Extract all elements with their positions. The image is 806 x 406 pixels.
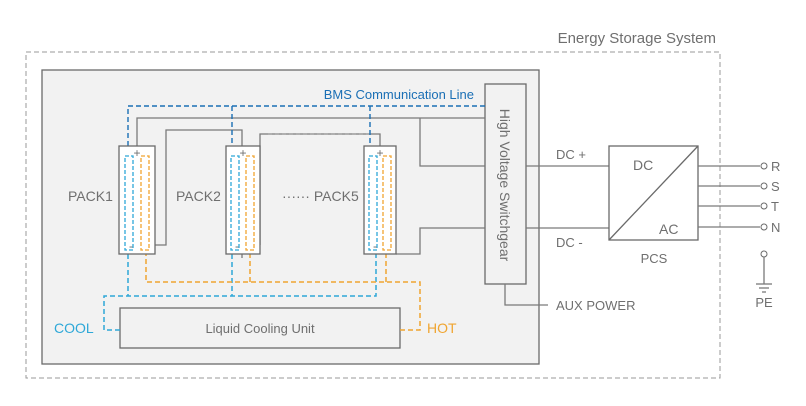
pack-2: + - PACK2 <box>176 145 261 255</box>
cool-loop <box>103 150 377 331</box>
pack-2-minus: - <box>235 239 239 253</box>
pack1-to-pack2-link <box>155 129 243 246</box>
cooling-unit-label: Liquid Cooling Unit <box>205 321 315 336</box>
switchgear-label: High Voltage Switchgear <box>497 109 513 262</box>
pack-1-hot-channel <box>140 155 150 251</box>
pack-5-hot-channel <box>382 155 392 251</box>
bms-communication-line <box>127 105 485 154</box>
pe-ground: PE <box>755 250 773 310</box>
pack-5-label: ······ PACK5 <box>282 188 359 204</box>
pack-1-minus: - <box>129 239 133 253</box>
pack-2-label: PACK2 <box>176 188 221 204</box>
pack-1-label: PACK1 <box>68 188 113 204</box>
pack-2-hot-channel <box>245 155 255 251</box>
phase-s: S <box>698 179 780 194</box>
system-boundary <box>25 51 721 379</box>
pack-2-cool-channel <box>230 155 240 251</box>
phase-t: T <box>698 199 779 214</box>
pcs-ac-label: AC <box>659 221 678 237</box>
high-voltage-switchgear <box>484 83 527 285</box>
hot-label: HOT <box>427 320 457 336</box>
pcs-dc-label: DC <box>633 157 653 173</box>
cool-label: COOL <box>54 320 94 336</box>
aux-power-line <box>504 284 548 306</box>
dc-plus-label: DC + <box>556 147 586 162</box>
dc-minus-label: DC - <box>556 235 583 250</box>
pcs-divider <box>608 145 699 241</box>
pack-5: + - ······ PACK5 <box>282 145 397 255</box>
pack-1: + - PACK1 <box>68 145 156 255</box>
pack-5-plus: + <box>376 146 383 160</box>
phase-n-label: N <box>771 220 780 235</box>
pack-2-plus: + <box>239 146 246 160</box>
pack-1-plus: + <box>133 146 140 160</box>
system-title: Energy Storage System <box>558 30 716 47</box>
pack-1-cool-channel <box>124 155 134 251</box>
dc-negative-return <box>396 227 485 255</box>
phase-n: N <box>698 220 780 235</box>
bms-line-label: BMS Communication Line <box>324 87 474 102</box>
dc-positive-return <box>419 118 485 167</box>
pe-label: PE <box>755 295 773 310</box>
phase-r-label: R <box>771 159 780 174</box>
pcs: DC AC PCS <box>608 145 699 266</box>
phase-r: R <box>698 159 780 174</box>
aux-power-label: AUX POWER <box>556 298 635 313</box>
pack-5-cool-channel <box>368 155 378 251</box>
phase-s-label: S <box>771 179 780 194</box>
dc-positive-bus <box>136 117 485 146</box>
pack-5-minus: - <box>373 239 377 253</box>
phase-t-label: T <box>771 199 779 214</box>
pcs-name: PCS <box>641 251 668 266</box>
liquid-cooling-unit <box>119 307 401 349</box>
